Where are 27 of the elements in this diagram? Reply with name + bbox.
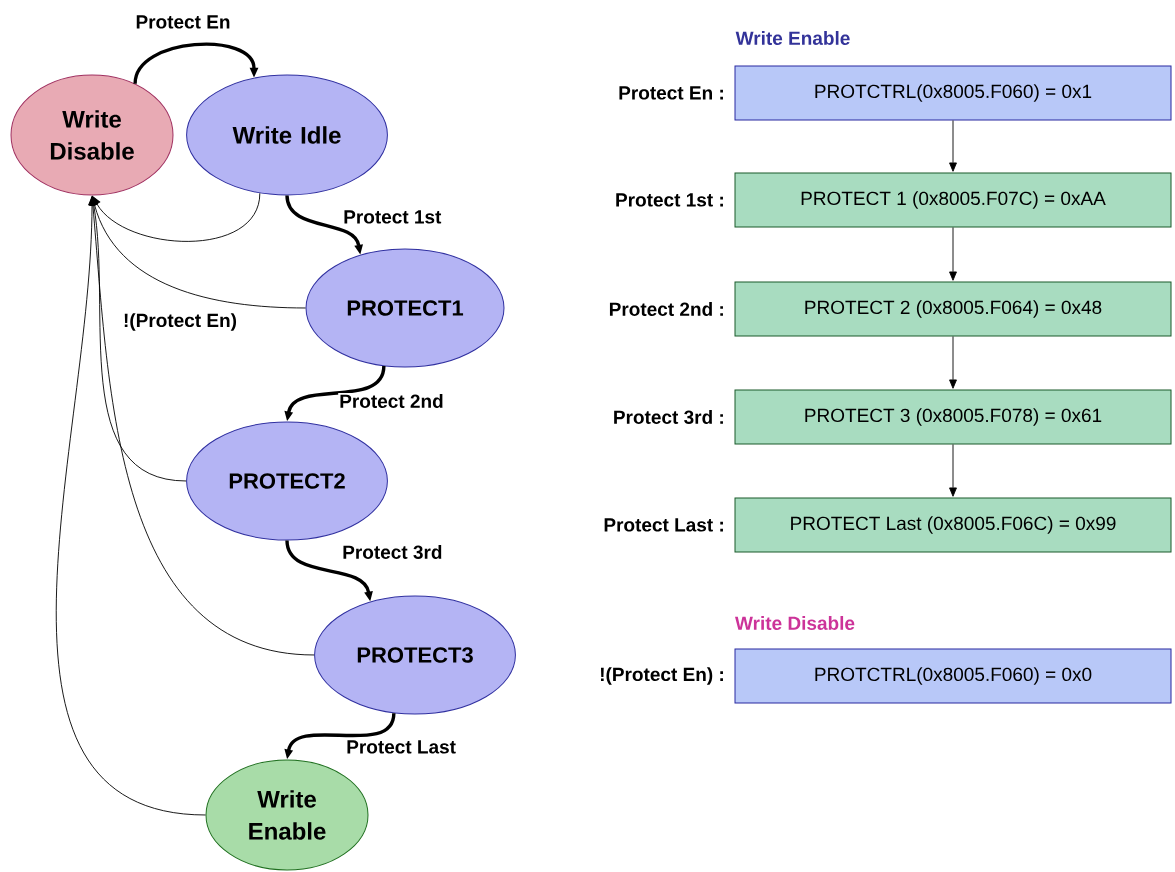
register-box: PROTCTRL(0x8005.F060) = 0x0 [734,648,1172,704]
register-box: PROTECT 1 (0x8005.F07C) = 0xAA [734,172,1172,228]
register-box: PROTECT Last (0x8005.F06C) = 0x99 [734,497,1172,553]
step-label: Protect 2nd : [609,302,723,316]
step-label: Protect 1st : [616,193,723,207]
edge-label: Protect 3rd [343,544,442,559]
arrow [949,444,957,497]
arrow [949,120,957,172]
register-box: PROTECT 2 (0x8005.F064) = 0x48 [734,281,1172,337]
step-label: Protect Last : [604,518,723,532]
section-heading: Write Disable [734,615,856,631]
edge-label: Protect En [136,15,230,29]
edge-label: Protect 1st [344,210,442,224]
arrow [133,42,259,84]
step-label: !(Protect En) : [601,667,723,685]
arrow [92,192,261,242]
arrow [55,196,206,816]
edge-label: Protect 2nd [340,394,443,408]
edge-label: Protect Last [347,740,456,754]
step-label: Protect En : [619,86,723,100]
register-box: PROTECT 3 (0x8005.F078) = 0x61 [734,389,1172,445]
transition-label: !(Protect En) [122,312,238,332]
section-heading: Write Enable [734,30,852,46]
step-label: Protect 3rd : [614,410,723,424]
register-box: PROTCTRL(0x8005.F060) = 0x1 [734,65,1172,121]
arrow [949,227,957,281]
arrow [949,336,957,389]
